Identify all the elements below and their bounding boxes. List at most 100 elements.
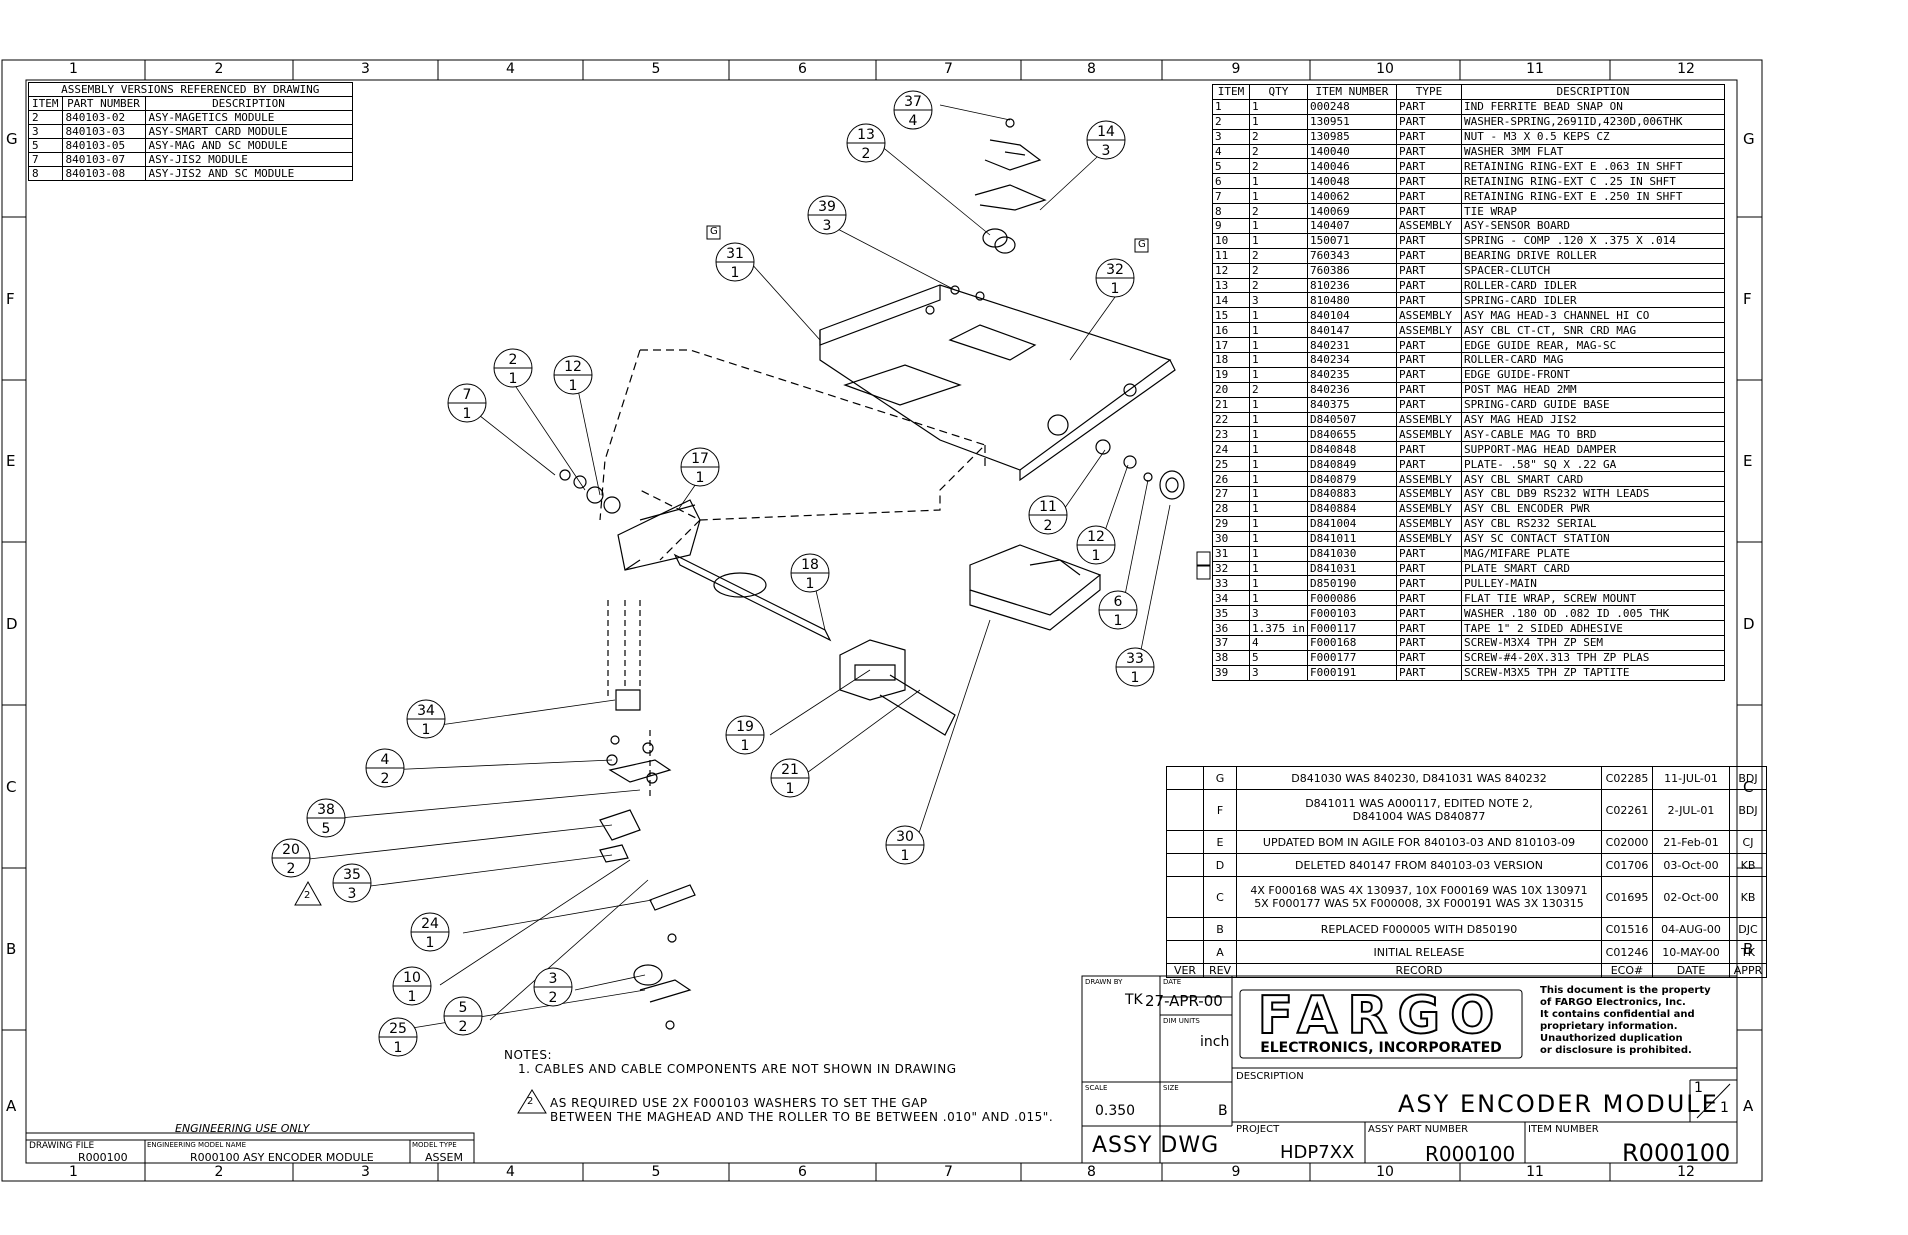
drawing-file: R000100 — [78, 1151, 128, 1164]
table-cell: 1.375 in — [1249, 620, 1308, 636]
table-cell — [1166, 830, 1204, 854]
balloon-item: 11 — [1039, 499, 1057, 515]
table-cell: D841031 — [1306, 560, 1397, 577]
table-header: DESCRIPTION — [1460, 84, 1725, 100]
column-label: 2 — [214, 61, 224, 77]
model-type: ASSEM — [425, 1151, 463, 1164]
item-balloon-18: 181 — [790, 553, 830, 593]
column-label: 4 — [506, 61, 515, 77]
row-label: B — [6, 940, 17, 958]
column-label: 5 — [651, 1164, 661, 1180]
table-cell: B — [1203, 917, 1237, 941]
table-cell: BDJ — [1729, 789, 1767, 831]
main-plate — [819, 284, 1172, 471]
table-cell: ASY CBL ENCODER PWR — [1460, 500, 1725, 517]
balloon-item: 18 — [801, 557, 819, 573]
table-cell: 1 — [1249, 471, 1308, 488]
table-cell: 1 — [1249, 426, 1308, 443]
table-cell: SPRING-CARD IDLER — [1460, 292, 1725, 309]
row-label: E — [6, 452, 16, 470]
table-cell: 2 — [1249, 143, 1308, 160]
table-cell: ASSEMBLY — [1395, 530, 1462, 547]
table-cell: 29 — [1212, 515, 1250, 532]
column-label: 5 — [651, 61, 661, 77]
table-cell: 1 — [1212, 98, 1250, 115]
column-label: 8 — [1087, 1164, 1096, 1180]
balloon-qty: 1 — [901, 848, 910, 864]
balloon-qty: 2 — [381, 771, 390, 787]
table-cell: 10 — [1212, 232, 1250, 249]
plate-flange — [1019, 359, 1176, 482]
balloon-qty: 1 — [806, 576, 815, 592]
balloon-qty: 3 — [348, 886, 357, 902]
note-1: 1. CABLES AND CABLE COMPONENTS ARE NOT S… — [518, 1062, 957, 1076]
table-cell: 840103-08 — [61, 166, 146, 181]
table-cell: ASY CBL SMART CARD — [1460, 471, 1725, 488]
table-cell: 1 — [1249, 590, 1308, 607]
table-header: ECO# — [1601, 963, 1653, 978]
table-cell: 4X F000168 WAS 4X 130937, 10X F000169 WA… — [1236, 876, 1602, 918]
balloon-qty: 1 — [1092, 548, 1101, 564]
rev-flag-31: G — [710, 226, 718, 237]
table-cell: 000248 — [1306, 98, 1397, 115]
table-cell: PULLEY-MAIN — [1460, 575, 1725, 592]
table-cell: 31 — [1212, 545, 1250, 562]
balloon-item: 33 — [1126, 651, 1144, 667]
sheet-number: 1 — [1694, 1080, 1703, 1096]
table-cell: C01695 — [1601, 876, 1653, 918]
table-header: VER — [1166, 963, 1204, 978]
table-cell: 32 — [1212, 560, 1250, 577]
balloon-qty: 5 — [322, 821, 331, 837]
table-cell: C01246 — [1601, 940, 1653, 964]
item-balloon-12: 121 — [1076, 525, 1116, 565]
table-cell: PART — [1395, 545, 1462, 562]
table-cell: 3 — [28, 124, 63, 139]
balloon-item: 19 — [736, 719, 754, 735]
table-cell: PART — [1395, 649, 1462, 666]
sheet-of: 1 — [1720, 1100, 1729, 1116]
balloon-qty: 1 — [696, 470, 705, 486]
table-cell: 140069 — [1306, 203, 1397, 220]
table-cell: 3 — [1249, 292, 1308, 309]
balloon-item: 37 — [904, 94, 922, 110]
balloon-qty: 1 — [1114, 613, 1123, 629]
column-label: 10 — [1376, 1164, 1394, 1180]
table-cell: ASY-JIS2 AND SC MODULE — [144, 166, 353, 181]
table-cell: PART — [1395, 590, 1462, 607]
table-cell: 5 — [1249, 649, 1308, 666]
item-balloon-30: 301 — [885, 825, 925, 865]
item-balloon-17: 171 — [680, 447, 720, 487]
balloon-qty: 1 — [741, 738, 750, 754]
table-cell: 2 — [1249, 247, 1308, 264]
table-cell: 5 — [28, 138, 63, 153]
table-cell: ASSEMBLY — [1395, 322, 1462, 339]
table-cell: 1 — [1249, 218, 1308, 234]
table-cell: SCREW-M3X4 TPH ZP SEM — [1460, 634, 1725, 651]
balloon-qty: 1 — [463, 406, 472, 422]
table-cell: KB — [1729, 853, 1767, 877]
item-balloon-33: 331 — [1115, 647, 1155, 687]
table-cell: 16 — [1212, 322, 1250, 339]
table-cell: PART — [1395, 560, 1462, 577]
balloon-item: 10 — [403, 970, 421, 986]
notes-title: NOTES: — [504, 1048, 552, 1062]
table-cell: PART — [1395, 113, 1462, 130]
table-cell: BEARING DRIVE ROLLER — [1460, 247, 1725, 264]
table-cell: 140040 — [1306, 143, 1397, 160]
leader-lines — [299, 104, 1171, 1031]
row-label: A — [1743, 1096, 1754, 1115]
table-cell: 15 — [1212, 307, 1250, 324]
table-cell: 2 — [1249, 381, 1308, 398]
table-cell: D841011 — [1306, 530, 1397, 547]
